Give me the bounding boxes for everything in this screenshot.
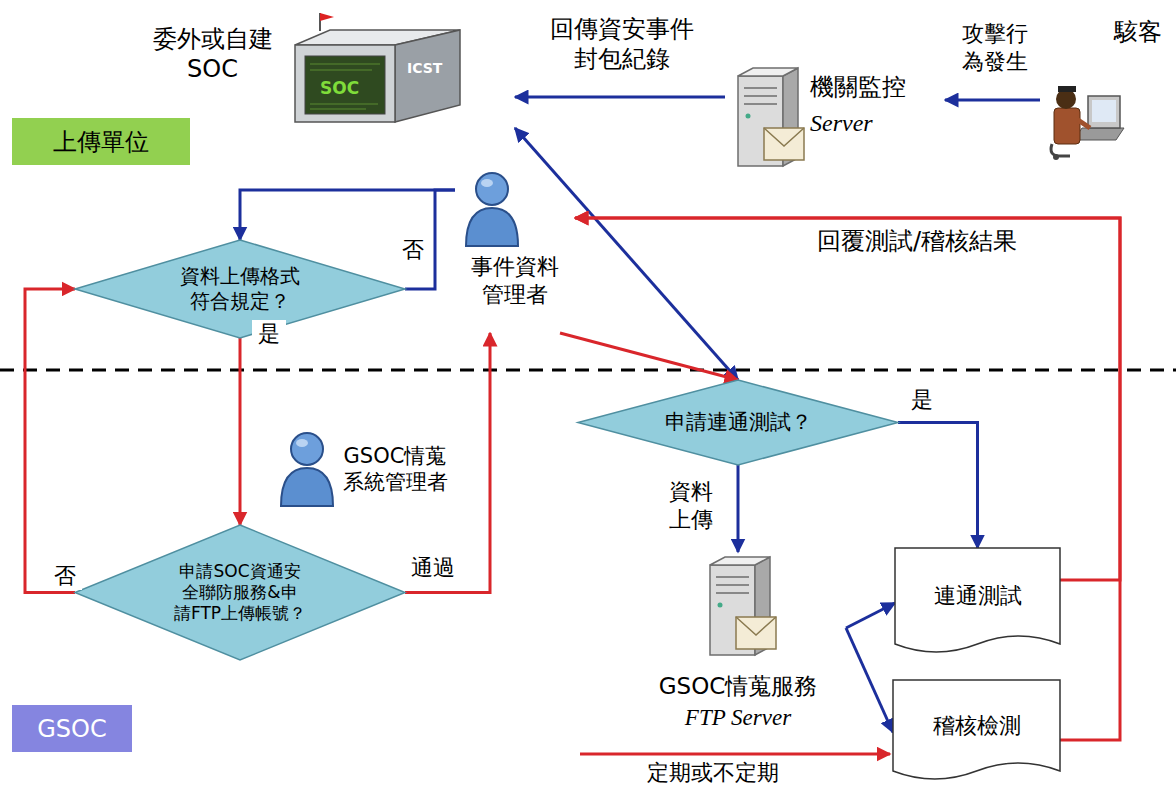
zone-label: GSOC bbox=[12, 705, 132, 752]
node-label: 申請SOC資通安 全聯防服務&申 請FTP上傳帳號？ bbox=[173, 561, 308, 625]
edge-label: 回覆測試/稽核結果 bbox=[780, 226, 1054, 256]
monitor-server: 機關監控 Server bbox=[725, 62, 945, 162]
document-box: 稽核檢測 bbox=[893, 680, 1060, 785]
flow-arrow bbox=[898, 423, 978, 549]
flow-arrow bbox=[575, 218, 1120, 740]
node-label: 委外或自建 SOC bbox=[140, 24, 285, 84]
device-marking: ICST bbox=[405, 60, 459, 77]
node-label: 申請連通測試？ bbox=[665, 409, 812, 435]
node-label: 事件資料 管理者 bbox=[460, 253, 570, 308]
edge-label: 通過 bbox=[405, 554, 461, 582]
node-label: GSOC情蒐 系統管理者 bbox=[336, 443, 454, 496]
node-label: 連通測試 bbox=[934, 582, 1022, 610]
node-label: 稽核檢測 bbox=[933, 712, 1021, 740]
flow-arrow bbox=[737, 465, 740, 552]
flow-arrow bbox=[515, 96, 725, 99]
decision-diamond: 資料上傳格式 符合規定？ bbox=[75, 240, 405, 338]
node-label: 機關監控 bbox=[810, 72, 940, 102]
edge-label: 資料 上傳 bbox=[664, 478, 718, 533]
edge-label: 是 bbox=[252, 320, 286, 348]
edge-label: 是 bbox=[905, 386, 939, 414]
flow-arrow bbox=[846, 628, 893, 733]
node-label: 上傳單位 bbox=[53, 127, 149, 157]
device-marking: SOC bbox=[318, 78, 382, 98]
flow-arrow bbox=[846, 603, 895, 628]
flow-arrow bbox=[239, 338, 242, 525]
document-box: 連通測試 bbox=[895, 548, 1060, 658]
note-label: 定期或不定期 bbox=[645, 760, 849, 786]
node-label: 駭客 bbox=[1114, 17, 1170, 47]
edge-label: 攻擊行 為發生 bbox=[955, 20, 1035, 75]
ftp-server: GSOC情蒐服務 FTP Server bbox=[630, 552, 846, 742]
decision-diamond: 申請連通測試？ bbox=[578, 380, 898, 465]
node-label: GSOC情蒐服務 bbox=[630, 672, 846, 701]
flow-arrow bbox=[240, 190, 455, 240]
flow-arrow bbox=[25, 289, 75, 593]
flow-arrow bbox=[560, 333, 738, 380]
node-sublabel: FTP Server bbox=[630, 704, 846, 733]
node-label: GSOC bbox=[37, 714, 106, 744]
person-actor: 事件資料 管理者 bbox=[455, 168, 575, 333]
edge-label: 否 bbox=[48, 562, 82, 590]
flow-arrow bbox=[575, 218, 1120, 580]
edge-label: 否 bbox=[396, 236, 430, 264]
node-label: 資料上傳格式 符合規定？ bbox=[173, 264, 308, 314]
edge-label: 回傳資安事件 封包紀錄 bbox=[540, 14, 704, 74]
hacker-figure: 駭客 bbox=[1040, 15, 1172, 160]
flow-arrow bbox=[945, 99, 1040, 102]
decision-diamond: 申請SOC資通安 全聯防服務&申 請FTP上傳帳號？ bbox=[75, 525, 405, 660]
zone-label: 上傳單位 bbox=[12, 118, 190, 165]
node-sublabel: Server bbox=[810, 108, 940, 138]
soc-appliance: 委外或自建 SOC bbox=[140, 10, 515, 128]
person-actor: GSOC情蒐 系統管理者 bbox=[270, 425, 470, 507]
